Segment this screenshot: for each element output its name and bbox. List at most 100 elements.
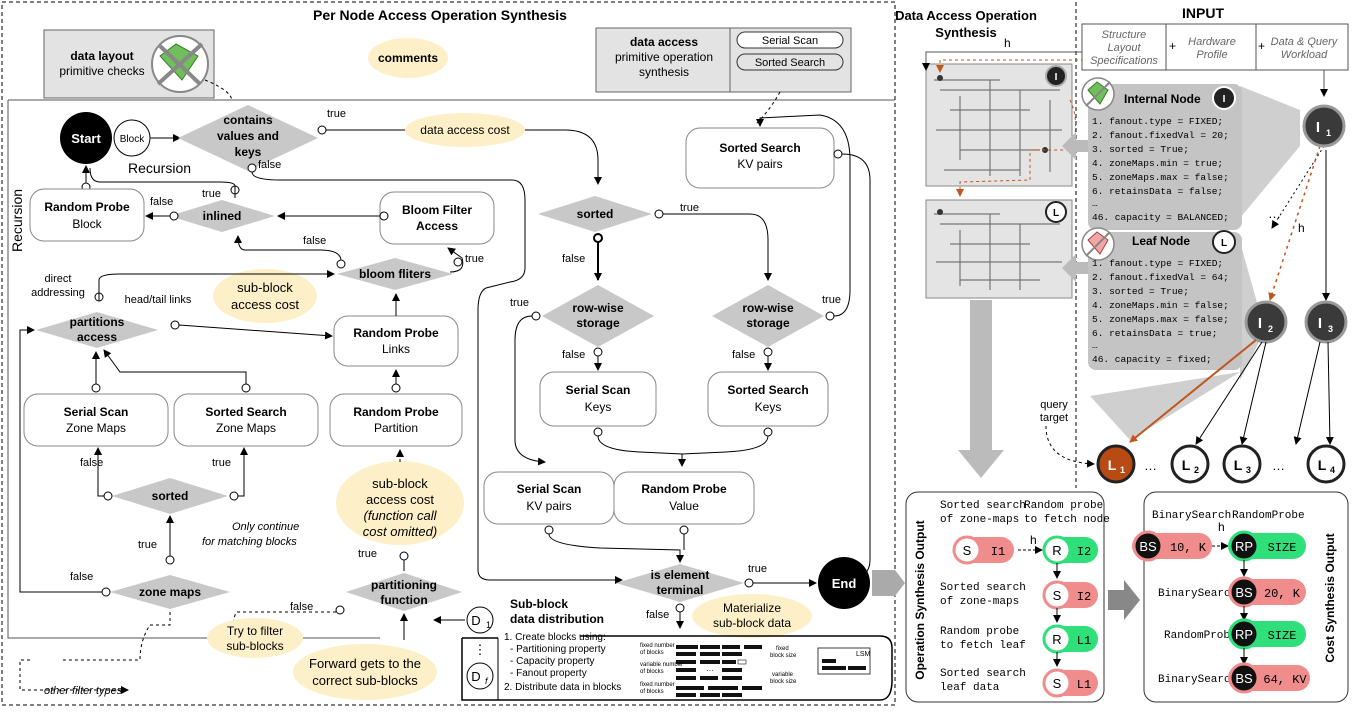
- input-workload-2: Workload: [1281, 49, 1328, 61]
- bd-fixed: fixed: [776, 646, 789, 652]
- random-probe-block-node: [29, 188, 145, 242]
- op-c5-l1: Sorted search: [940, 668, 1026, 680]
- leaf-line: 4. zoneMaps.min = false;: [1092, 300, 1229, 311]
- input-hardware-2: Profile: [1196, 49, 1227, 61]
- partitions-access-diamond: [36, 312, 158, 348]
- arrow-to-op-output: [872, 570, 905, 596]
- tree-i1-sub: 1: [1326, 128, 1331, 138]
- leaf-line: 6. retainsData = true;: [1092, 328, 1217, 339]
- op-output-title: Operation Synthesis Output: [913, 520, 927, 679]
- subblock-l2: - Partitioning property: [510, 644, 606, 655]
- cost-bs-3: BS: [1235, 671, 1253, 686]
- rowwise-left-l2: storage: [576, 316, 620, 330]
- cost-bs-label-2: BinarySearch: [1158, 588, 1237, 600]
- partitioning-function-diamond: [346, 573, 462, 611]
- leaf-line: 3. sorted = True;: [1092, 286, 1189, 297]
- query-target-l1: query: [1040, 399, 1068, 411]
- cost-rp-1: RP: [1235, 539, 1253, 554]
- rowwise-right-false: false: [732, 349, 755, 361]
- sorted-zone-label: sorted: [152, 489, 189, 503]
- bd-block-size-1: block size: [770, 653, 797, 659]
- op-c4-l2: to fetch leaf: [940, 640, 1026, 652]
- da-title-2: Synthesis: [935, 25, 996, 40]
- rowwise-left-false: false: [562, 349, 585, 361]
- try-filter-cloud: [207, 618, 303, 658]
- forward-l2: correct sub-blocks: [312, 673, 418, 688]
- terminal-l1: is element: [651, 568, 710, 582]
- rowwise-right-l1: row-wise: [742, 301, 794, 315]
- partitioning-l2: function: [380, 593, 427, 607]
- bloom-true: true: [465, 253, 484, 265]
- subblock-l5: 2. Distribute data in blocks: [504, 682, 621, 693]
- rp-block-title: Random Probe: [44, 200, 130, 214]
- input-workload-1: Data & Query: [1271, 36, 1339, 48]
- cost-v4: SIZE: [1268, 629, 1297, 643]
- zone-maps-true: true: [138, 539, 157, 551]
- rp-links-title: Random Probe: [353, 326, 439, 340]
- input-plus-2: +: [1258, 39, 1265, 53]
- internal-line: 5. zoneMaps.max = false;: [1092, 172, 1229, 183]
- bloom-sub: Access: [416, 219, 458, 233]
- input-hardware-1: Hardware: [1188, 36, 1236, 48]
- legend-access: data access primitive operation synthesi…: [595, 27, 852, 93]
- bd-of-blocks-2: of blocks: [640, 669, 664, 675]
- cost-bs-label-1: BinarySearch: [1152, 510, 1231, 522]
- sorted-zone-true: true: [212, 457, 231, 469]
- rp-links-sub: Links: [382, 342, 410, 356]
- op-r2-target: L1: [1077, 634, 1091, 648]
- tree-l2-sub: 2: [1194, 465, 1199, 475]
- serial-scan-zone-maps-node: [23, 393, 169, 447]
- partitioning-l1: partitioning: [371, 578, 437, 592]
- legend-layout-line2: primitive checks: [59, 64, 144, 78]
- internal-flow-thumbnail: I: [925, 63, 1073, 187]
- op-c5-l2: leaf data: [940, 682, 1000, 694]
- cost-bs-1: BS: [1139, 539, 1157, 554]
- op-s1: S: [963, 543, 972, 558]
- terminal-l2: terminal: [657, 583, 704, 597]
- tree-l1-sub: 1: [1120, 465, 1125, 475]
- sorted-search-zone-maps-node: [173, 393, 319, 447]
- op-r1: R: [1052, 543, 1061, 558]
- rowwise-left-l1: row-wise: [572, 301, 624, 315]
- tree-l1: [1096, 444, 1136, 484]
- only-continue-l2: for matching blocks: [202, 536, 297, 548]
- bloom-false: false: [303, 235, 326, 247]
- sorted-center-false: false: [562, 253, 585, 265]
- leaf-line: …: [1092, 340, 1098, 351]
- zone-maps-diamond: [110, 575, 230, 609]
- subblock-l1: 1. Create blocks using:: [504, 632, 606, 643]
- srt-keys-title: Sorted Search: [727, 383, 808, 397]
- tree-l1-letter: L: [1108, 457, 1117, 473]
- random-probe-partition-node: [329, 393, 463, 447]
- bd-var-num: variable number: [640, 662, 683, 668]
- terminal-false: false: [646, 609, 669, 621]
- recursion-side-label: Recursion: [9, 189, 25, 252]
- thumb-leaf-badge: L: [1053, 208, 1059, 219]
- rowwise-left-true: true: [510, 297, 529, 309]
- tree-h-label: h: [1298, 221, 1305, 235]
- rp-part-title: Random Probe: [353, 405, 439, 419]
- bloom-filter-access-node: [379, 191, 495, 245]
- rowwise-right-diamond: [712, 285, 824, 347]
- bd-fixed-num: fixed number: [640, 643, 675, 649]
- op-c2-l2: to fetch node: [1024, 514, 1110, 526]
- try-filter-l2: sub-blocks: [226, 639, 283, 653]
- subblock-cost-l2: access cost: [231, 297, 299, 312]
- svg-text:···: ···: [706, 666, 714, 675]
- op-h: h: [1030, 533, 1037, 547]
- start-label: Start: [71, 131, 101, 146]
- query-target-l2: target: [1040, 412, 1068, 424]
- tree-l3: [1222, 444, 1262, 484]
- tree-ellipsis-top: …: [1268, 206, 1281, 221]
- recursion-top-label: Recursion: [128, 160, 191, 176]
- zone-maps-label: zone maps: [139, 585, 201, 599]
- cost-h: h: [1218, 520, 1225, 534]
- tree-ellipsis-1: …: [1144, 458, 1157, 473]
- subblock-l4: - Fanout property: [510, 668, 587, 679]
- start-node: [60, 112, 112, 164]
- inlined-label: inlined: [203, 209, 242, 223]
- leaf-line: 46. capacity = fixed;: [1092, 354, 1212, 365]
- random-probe-value-node: [613, 471, 755, 525]
- operation-synthesis-output: Operation Synthesis Output Sorted search…: [905, 491, 1110, 703]
- sb2-l2: access cost: [366, 492, 434, 507]
